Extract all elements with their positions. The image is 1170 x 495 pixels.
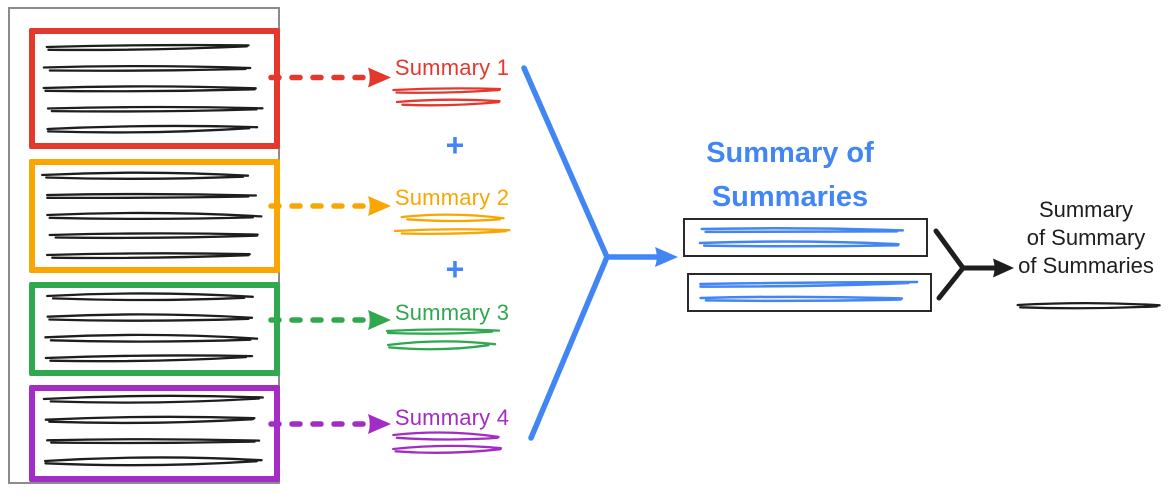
summary-1-scribble — [388, 84, 512, 108]
summary-4-label: Summary 4 — [394, 405, 510, 430]
document-1-dashed-arrow-icon — [268, 67, 391, 88]
plus-sign-2: + — [445, 251, 465, 287]
summary-of-summary-of-summaries-label: Summary of Summary of Summaries — [1006, 196, 1166, 280]
title-line-1: Summary of — [706, 137, 874, 169]
summary-of-summaries-scribble-2 — [699, 279, 921, 307]
document-2-dashed-arrow-icon — [268, 196, 391, 216]
final-label-line-2: of Summary — [1026, 225, 1146, 250]
title-line-2: Summaries — [711, 181, 869, 213]
document-2-box — [29, 159, 280, 273]
document-1-text-scribble — [40, 37, 266, 139]
final-label-line-3: of Summaries — [1018, 253, 1154, 278]
summary-1-label: Summary 1 — [394, 55, 510, 80]
document-4-dashed-arrow-icon — [268, 414, 391, 434]
document-3-text-scribble — [40, 290, 266, 368]
summary-3-scribble — [382, 325, 512, 351]
document-4-text-scribble — [40, 393, 266, 473]
summary-of-summaries-box-2 — [687, 273, 932, 312]
plus-sign-1: + — [445, 127, 465, 163]
document-2-text-scribble — [40, 167, 266, 265]
document-3-box — [29, 282, 280, 376]
summary-of-summaries-scribble-1 — [695, 224, 917, 252]
document-4-box — [29, 385, 280, 482]
merge-arrow-black-icon — [933, 228, 1014, 301]
summary-2-scribble — [392, 211, 516, 237]
summary-2-label: Summary 2 — [394, 185, 510, 210]
summary-3-label: Summary 3 — [394, 300, 510, 325]
source-documents-container — [8, 7, 280, 484]
document-3-dashed-arrow-icon — [268, 310, 391, 330]
merge-arrow-blue-icon — [521, 65, 678, 441]
summary-4-scribble — [384, 429, 512, 455]
summary-of-summaries-title: Summary of Summaries — [660, 131, 920, 219]
document-1-box — [29, 28, 280, 149]
final-summary-scribble — [1012, 296, 1164, 314]
final-label-line-1: Summary — [1038, 197, 1134, 222]
summary-of-summaries-box-1 — [683, 218, 928, 257]
